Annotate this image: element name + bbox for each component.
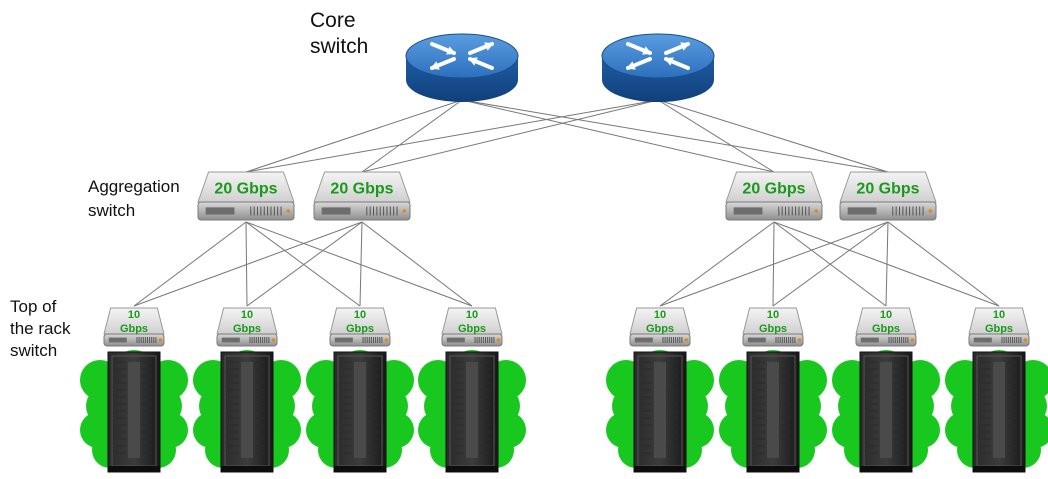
speed-label: Gbps xyxy=(759,323,787,335)
speed-label: Gbps xyxy=(458,323,486,335)
label-line: the rack xyxy=(10,319,71,338)
label-line: Aggregation xyxy=(88,177,180,196)
network-link xyxy=(461,99,889,173)
network-link xyxy=(659,221,889,307)
speed-label: 10 xyxy=(241,309,253,321)
network-link xyxy=(361,221,473,307)
network-link xyxy=(657,99,889,173)
server-rack-icon xyxy=(107,351,161,473)
speed-label: 20 Gbps xyxy=(330,181,393,198)
tor-switch-label: Top of the rack switch xyxy=(10,296,90,362)
speed-label: 20 Gbps xyxy=(214,181,277,198)
speed-label: Gbps xyxy=(233,323,261,335)
server-rack-icon xyxy=(445,351,499,473)
network-link xyxy=(657,99,775,173)
network-link xyxy=(245,221,248,307)
label-line: Top of xyxy=(10,297,57,316)
network-link xyxy=(461,99,775,173)
speed-label: 20 Gbps xyxy=(742,181,805,198)
speed-label: 10 xyxy=(880,309,892,321)
speed-label: Gbps xyxy=(646,323,674,335)
core-switch-label: Core switch xyxy=(310,8,390,60)
label-line: switch xyxy=(310,35,369,58)
network-link xyxy=(887,221,1000,307)
speed-label: Gbps xyxy=(120,323,148,335)
aggregation-switch-icon: 20 Gbps xyxy=(197,171,295,221)
server-rack-icon xyxy=(746,351,800,473)
server-rack-icon xyxy=(333,351,387,473)
network-link xyxy=(133,221,363,307)
label-line: switch xyxy=(10,341,58,360)
network-link xyxy=(245,99,463,173)
speed-label: 10 xyxy=(993,309,1005,321)
aggregation-switch-icon: 20 Gbps xyxy=(725,171,823,221)
network-link xyxy=(245,221,361,307)
network-link xyxy=(361,99,659,173)
links-layer xyxy=(133,99,1000,307)
network-link xyxy=(359,221,363,307)
speed-label: Gbps xyxy=(872,323,900,335)
speed-label: 10 xyxy=(466,309,478,321)
network-link xyxy=(246,221,363,307)
server-rack-icon xyxy=(220,351,274,473)
network-link xyxy=(659,221,775,307)
server-rack-icon xyxy=(972,351,1026,473)
label-line: Core xyxy=(310,9,356,32)
server-rack-icon xyxy=(859,351,913,473)
speed-label: 10 xyxy=(354,309,366,321)
speed-label: 20 Gbps xyxy=(856,181,919,198)
speed-label: 10 xyxy=(767,309,779,321)
network-link xyxy=(361,99,463,173)
speed-label: 10 xyxy=(128,309,140,321)
network-link xyxy=(133,221,247,307)
network-link xyxy=(885,221,889,307)
label-line: switch xyxy=(88,201,136,220)
aggregation-switch-icon: 20 Gbps xyxy=(313,171,411,221)
server-rack-icon xyxy=(633,351,687,473)
speed-label: Gbps xyxy=(346,323,374,335)
network-link xyxy=(245,221,473,307)
network-link xyxy=(772,221,889,307)
core-router-icon xyxy=(405,33,519,102)
aggregation-switch-icon: 20 Gbps xyxy=(839,171,937,221)
aggregation-switch-label: Aggregation switch xyxy=(88,175,198,223)
core-router-icon xyxy=(601,33,715,102)
network-link xyxy=(245,99,659,173)
speed-label: Gbps xyxy=(985,323,1013,335)
speed-label: 10 xyxy=(654,309,666,321)
